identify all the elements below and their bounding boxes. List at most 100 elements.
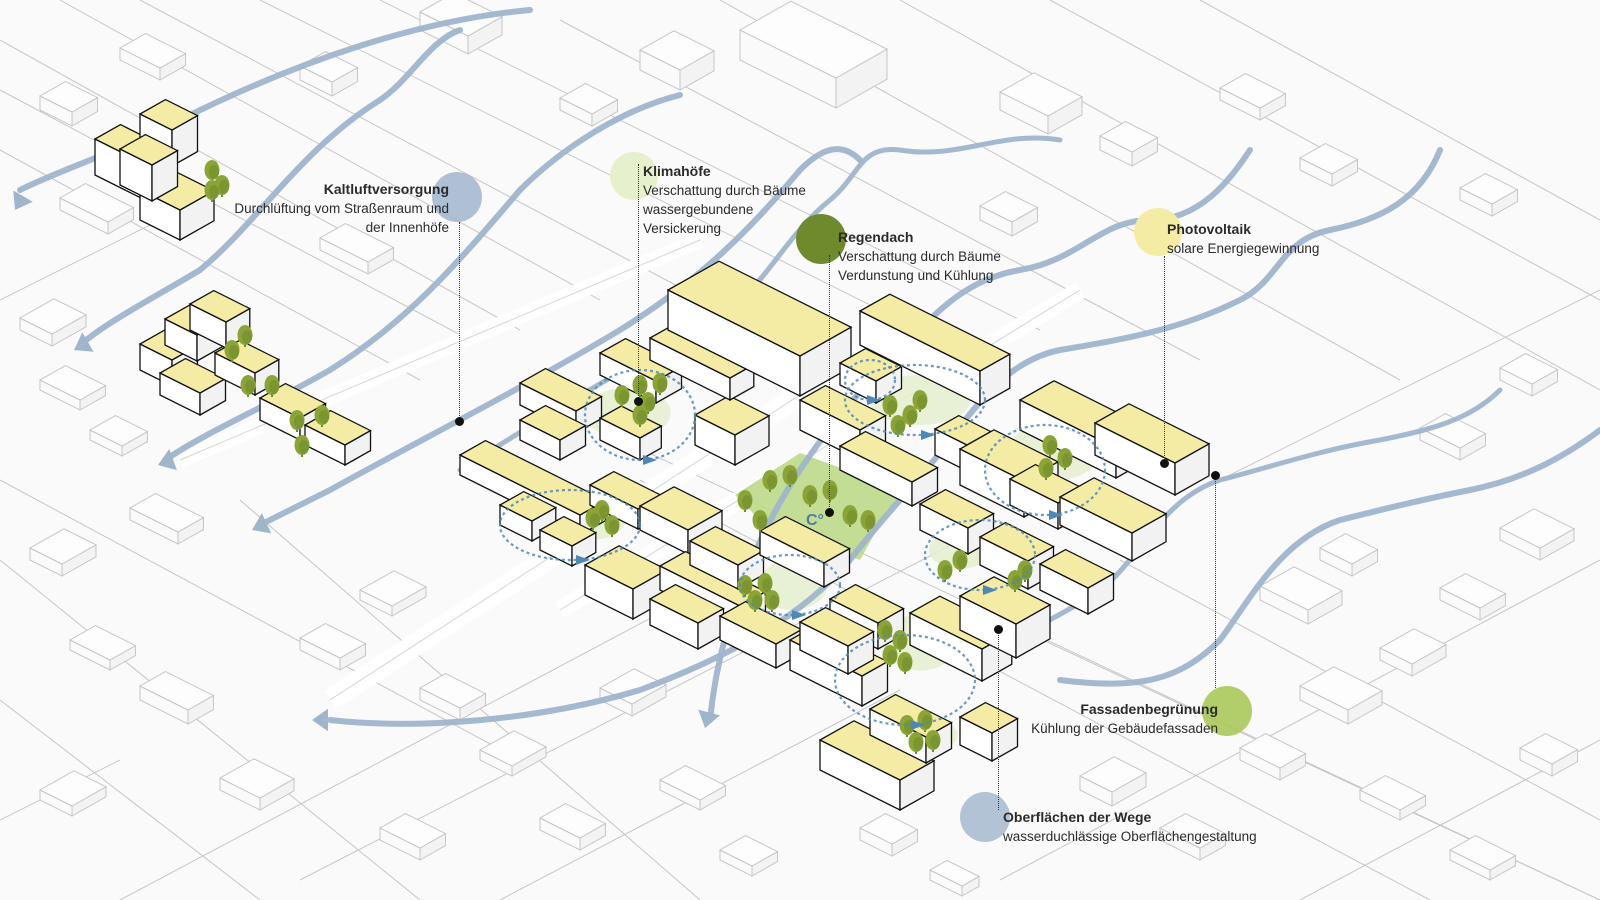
context-building	[118, 33, 187, 81]
context-line	[259, 0, 901, 321]
context-building	[1458, 173, 1519, 217]
building-block	[303, 409, 372, 467]
tree	[585, 508, 601, 530]
tree-crown-shade	[895, 420, 905, 434]
context-line	[999, 559, 1600, 881]
context-building	[18, 298, 88, 347]
circulation-loop	[583, 368, 697, 462]
context-building	[298, 623, 367, 671]
tree-crown-shade	[609, 520, 619, 534]
circulation-arrow	[792, 610, 806, 620]
tree-crown-shade	[294, 415, 304, 429]
context-building	[138, 671, 215, 725]
kaltluft-line: Durchlüftung vom Straßenraum und	[234, 201, 449, 216]
context-roof	[38, 365, 107, 401]
tree	[1017, 560, 1033, 582]
context-roof	[28, 528, 98, 565]
building-roof	[958, 701, 1019, 734]
context-roof	[638, 30, 716, 71]
context-building	[28, 528, 98, 577]
context-building	[1318, 533, 1379, 577]
tree	[752, 510, 768, 532]
context-building	[1158, 813, 1227, 861]
tree-crown-shade	[619, 390, 629, 404]
circulation-loop	[923, 518, 1037, 592]
regendach-title: Regendach	[838, 229, 914, 245]
context-building	[318, 223, 395, 275]
context-line	[1199, 0, 1600, 221]
kaltluft-line: der Innenhöfe	[365, 220, 449, 235]
circulation-arrow	[867, 395, 881, 405]
context-building	[128, 493, 205, 545]
tree-crown-shade	[767, 475, 777, 489]
tree-crown-shade	[1062, 453, 1072, 467]
oberflaechen-line: wasserduchlässige Oberflächengestaltung	[1003, 829, 1257, 844]
tree-crown-shade	[1012, 575, 1022, 589]
tree-crown-shade	[637, 410, 647, 424]
tree-crown-shade	[590, 513, 600, 527]
building-block	[758, 515, 851, 589]
context-building	[558, 83, 619, 127]
context-line	[0, 89, 471, 341]
tree	[632, 405, 648, 427]
klimahoefe-marker	[634, 397, 643, 406]
context-building	[928, 859, 981, 897]
tree-crown-shade	[1047, 440, 1057, 454]
context-building	[1378, 628, 1448, 677]
context-building	[38, 365, 107, 411]
context-roof	[998, 72, 1084, 117]
courtyard-air-circulation	[498, 358, 1107, 730]
tree	[224, 340, 240, 362]
tree	[632, 375, 648, 397]
tree-crown-shade	[917, 395, 927, 409]
building-roof	[1058, 477, 1168, 534]
context-line	[1179, 289, 1600, 501]
context-building	[658, 765, 727, 811]
klimahoefe-leader	[638, 164, 639, 400]
context-building	[88, 415, 149, 457]
context-building	[1498, 508, 1576, 561]
tree	[925, 730, 941, 752]
tree	[737, 490, 753, 512]
tree	[764, 590, 780, 612]
context-roof	[418, 673, 487, 709]
context-roof	[88, 415, 149, 447]
circulation-loop	[843, 358, 897, 402]
context-line	[0, 699, 261, 900]
building-roof	[798, 606, 875, 647]
photovoltaik-line: solare Energiegewinnung	[1167, 241, 1320, 256]
context-building	[1438, 573, 1507, 621]
tree	[762, 470, 778, 492]
building-block	[538, 515, 598, 568]
context-building	[478, 730, 548, 777]
context-line	[899, 0, 1600, 391]
tree-crown-shade	[887, 400, 897, 414]
airflow-stream	[1057, 427, 1600, 687]
tree	[802, 485, 818, 507]
building-roof	[188, 289, 252, 323]
context-roof	[1098, 121, 1159, 153]
context-roof	[138, 671, 215, 711]
circulation-arrow	[983, 585, 997, 595]
regendach-leader	[829, 255, 830, 511]
tree-crown-shade	[787, 470, 797, 484]
klimahoefe-title: Klimahöfe	[643, 163, 711, 179]
tree-crown-shade	[269, 380, 279, 394]
fassaden-marker	[1211, 471, 1220, 480]
tree	[908, 732, 924, 754]
context-roof	[1158, 813, 1227, 849]
building-roof	[598, 405, 663, 439]
tree	[289, 410, 305, 432]
building-roof	[538, 515, 598, 547]
fassaden-title: Fassadenbegrünung	[1080, 701, 1218, 717]
airflow-stream	[327, 147, 1443, 727]
context-building	[1078, 756, 1148, 807]
context-line	[0, 559, 421, 900]
context-roof	[318, 223, 395, 263]
building-block	[1058, 477, 1168, 563]
tree-crown-shade	[897, 635, 907, 649]
tree-crown-shade	[957, 555, 967, 569]
context-building	[1498, 353, 1559, 397]
fassaden-callout: Fassadenbegrünung Kühlung der Gebäudefas…	[990, 700, 1218, 738]
context-roof	[1318, 533, 1379, 565]
